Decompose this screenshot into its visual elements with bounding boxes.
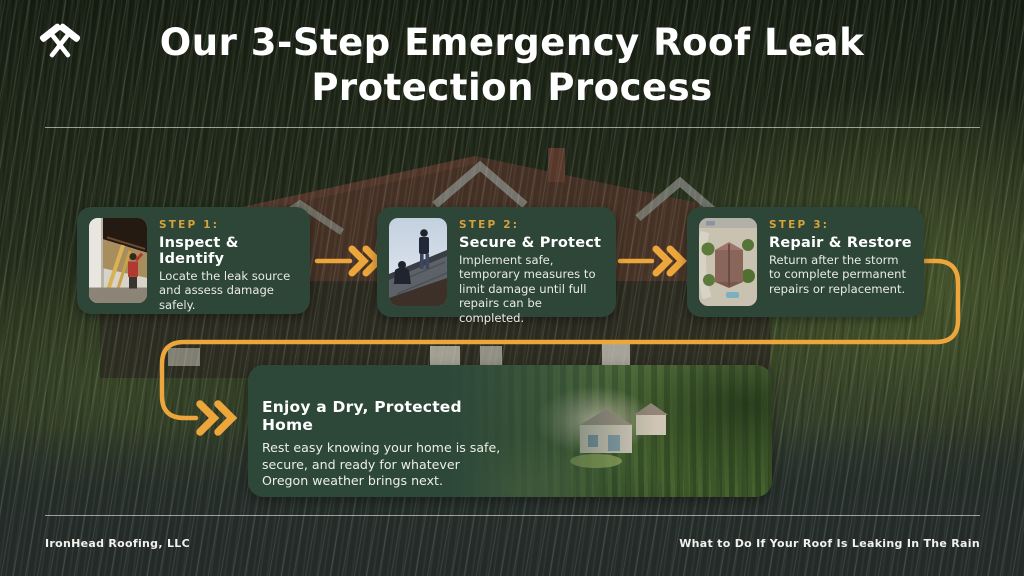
step-card-1: STEP 1: Inspect & Identify Locate the le…	[77, 207, 310, 314]
page-title: Our 3-Step Emergency Roof Leak Protectio…	[0, 20, 1024, 110]
step-card-2: STEP 2: Secure & Protect Implement safe,…	[377, 207, 616, 325]
step-title: Repair & Restore	[769, 235, 912, 251]
attic-inspection-photo	[89, 218, 147, 303]
roof-workers-photo	[389, 218, 447, 306]
crossed-hammers-icon	[39, 23, 81, 58]
title-line-2: Protection Process	[311, 66, 713, 109]
footer-article-title: What to Do If Your Roof Is Leaking In Th…	[679, 537, 980, 550]
step-description: Locate the leak source and assess damage…	[159, 269, 291, 312]
step-title: Secure & Protect	[459, 235, 602, 251]
bottom-divider	[45, 515, 980, 516]
title-line-1: Our 3-Step Emergency Roof Leak	[159, 21, 865, 64]
footer-company: IronHead Roofing, LLC	[45, 537, 190, 550]
result-title: Enjoy a Dry, Protected Home	[262, 398, 462, 434]
aerial-house-photo	[699, 218, 757, 306]
result-description: Rest easy knowing your home is safe, sec…	[262, 440, 501, 489]
step-label: STEP 2:	[459, 219, 520, 231]
step-description: Implement safe, temporary measures to li…	[459, 253, 596, 325]
top-divider	[45, 127, 980, 128]
step-card-3: STEP 3: Repair & Restore Return after th…	[687, 207, 924, 317]
step-label: STEP 3:	[769, 219, 830, 231]
step-title: Inspect & Identify	[159, 235, 239, 267]
step-label: STEP 1:	[159, 219, 220, 231]
result-card: Enjoy a Dry, Protected Home Rest easy kn…	[248, 365, 772, 497]
step-description: Return after the storm to complete perma…	[769, 253, 906, 296]
